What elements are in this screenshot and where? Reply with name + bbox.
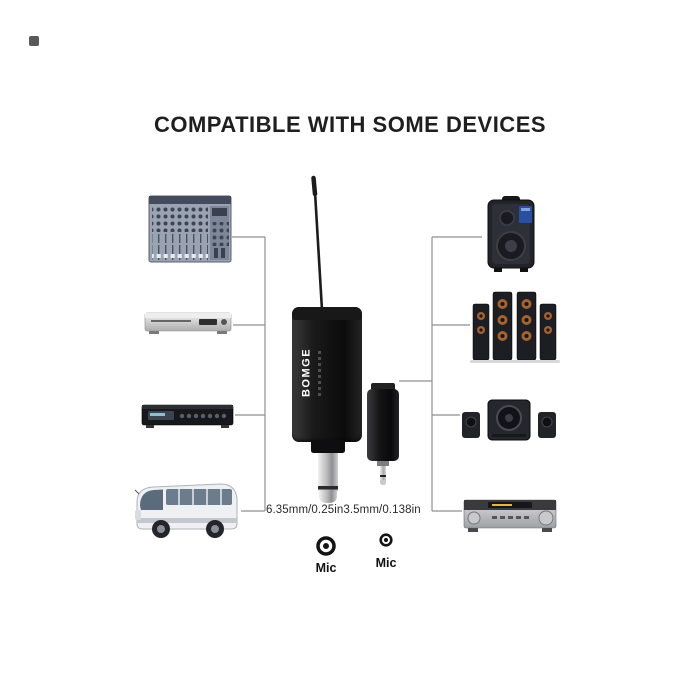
device-portable-pa-speaker bbox=[482, 194, 540, 274]
antenna-icon bbox=[311, 175, 324, 311]
adapter-3-5mm-icon bbox=[367, 383, 399, 485]
quarter-inch-plug-icon bbox=[311, 440, 345, 503]
jack-spec-quarter-inch: 6.35mm/0.25in bbox=[266, 504, 344, 516]
jack-spec-row: 6.35mm/0.25in 3.5mm/0.138in bbox=[266, 504, 421, 516]
watermark-dot bbox=[29, 36, 39, 46]
av-receiver-icon bbox=[463, 499, 557, 532]
device-audio-processor bbox=[140, 399, 235, 432]
page-title: COMPATIBLE WITH SOME DEVICES bbox=[153, 112, 547, 137]
multimedia-speaker-set-icon bbox=[462, 399, 556, 441]
device-audio-mixer bbox=[148, 192, 232, 265]
tower-speakers-icon bbox=[470, 291, 560, 363]
device-multimedia-speakers bbox=[460, 396, 558, 444]
mic-label-large: Mic bbox=[315, 561, 337, 575]
device-av-receiver bbox=[462, 492, 558, 538]
receiver-small-print bbox=[318, 351, 321, 397]
wireless-receiver-body bbox=[292, 307, 362, 442]
adapter-3-5mm bbox=[364, 383, 402, 487]
brand-label: BOMGE bbox=[300, 347, 313, 398]
jack-top-view-large-icon bbox=[316, 536, 336, 556]
quarter-inch-plug bbox=[306, 440, 350, 506]
dvd-player-icon bbox=[144, 312, 232, 334]
jack-spec-eighth-inch: 3.5mm/0.138in bbox=[343, 504, 421, 516]
audio-mixer-icon bbox=[148, 195, 232, 263]
device-tower-speakers bbox=[470, 286, 560, 364]
jack-top-view-small bbox=[379, 533, 393, 547]
receiver-top-cap bbox=[292, 307, 362, 320]
bus-icon bbox=[134, 483, 238, 538]
jack-top-view-large bbox=[316, 536, 336, 556]
portable-pa-speaker-icon bbox=[487, 196, 535, 272]
jack-top-view-small-icon bbox=[379, 533, 393, 547]
mic-label-small: Mic bbox=[375, 556, 397, 570]
device-dvd-player bbox=[143, 307, 233, 343]
device-bus bbox=[133, 476, 241, 548]
antenna bbox=[298, 172, 338, 312]
audio-processor-icon bbox=[141, 404, 234, 428]
